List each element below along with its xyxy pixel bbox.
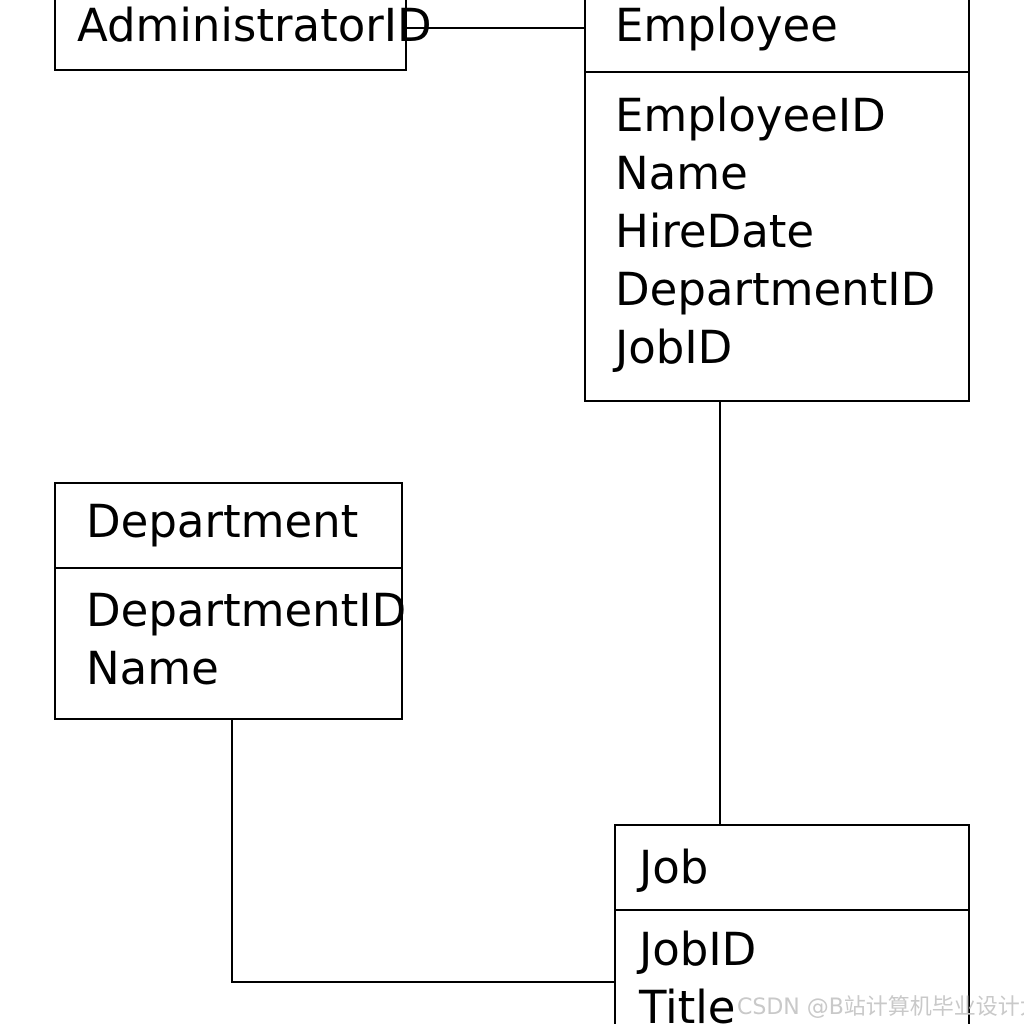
attribute: JobID — [639, 923, 757, 976]
relationship-line-employee-job — [719, 400, 721, 826]
attribute: Name — [615, 147, 748, 200]
entity-attribute-list: DepartmentID Name — [56, 567, 407, 698]
entity-job: Job JobID Title — [614, 824, 970, 1024]
entity-department: Department DepartmentID Name — [54, 482, 407, 720]
relationship-line-department-job-horizontal — [231, 981, 616, 983]
attribute: Name — [86, 642, 219, 695]
attribute: JobID — [615, 321, 733, 374]
entity-administrator-id: AdministratorID — [54, 0, 432, 71]
entity-attribute-list: JobID Title — [616, 909, 968, 1024]
entity-attribute-list: EmployeeID Name HireDate DepartmentID Jo… — [586, 71, 968, 377]
entity-title: AdministratorID — [77, 0, 432, 52]
attribute: HireDate — [615, 205, 815, 258]
entity-title: Employee — [615, 0, 838, 52]
attribute: DepartmentID — [86, 584, 407, 637]
entity-title: Department — [86, 495, 359, 548]
attribute: DepartmentID — [615, 263, 936, 316]
attribute: EmployeeID — [615, 89, 886, 142]
entity-employee: Employee EmployeeID Name HireDate Depart… — [584, 0, 970, 402]
csdn-watermark: CSDN @B站计算机毕业设计大学 — [737, 995, 1024, 1020]
attribute: Title — [639, 981, 736, 1024]
relationship-line-department-job-vertical — [231, 718, 233, 983]
entity-title: Job — [639, 841, 709, 894]
relationship-line-administrator-employee — [407, 27, 584, 29]
